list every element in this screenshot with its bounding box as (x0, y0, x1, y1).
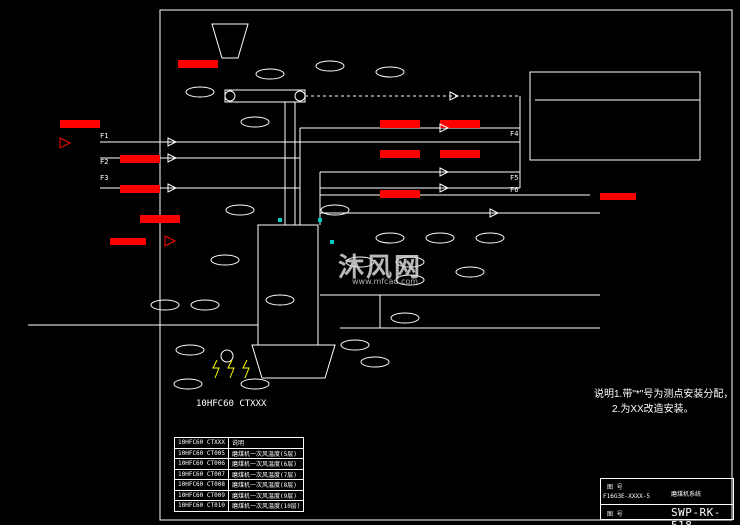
title-block-bottom-left: 图 号 (607, 511, 623, 518)
red-tag-6 (380, 150, 420, 158)
red-tag-3 (120, 155, 160, 163)
title-block-top-right: 磨煤机系统 (671, 491, 702, 498)
feeder-roller-left (224, 90, 236, 102)
table-cell-tag: 10HFC60 CT010 (174, 500, 229, 512)
red-tag-4 (120, 185, 160, 193)
red-tag-11 (600, 193, 636, 200)
table-cell-tag: 10HFC60 CT007 (174, 468, 229, 480)
table-cell-desc: 磨煤机一次风温度(10层) (227, 500, 305, 512)
red-valve-1 (59, 137, 72, 149)
note-line-2: 2.为XX改造安装。 (612, 404, 694, 415)
label-f4: F4 (510, 130, 518, 138)
table-cell-tag: 10HFC60 CT006 (174, 458, 229, 470)
table-cell-desc: 磨煤机一次风温度(6层) (227, 458, 305, 470)
red-tag-12 (110, 238, 146, 245)
red-instruments (59, 60, 636, 247)
table-cell-desc: 磨煤机一次风温度(5层) (227, 447, 305, 459)
drawing-border (159, 9, 733, 521)
table-cell-desc: 磨煤机一次风温度(9层) (227, 489, 305, 501)
title-block-divider (601, 504, 733, 505)
label-f5: F5 (510, 174, 518, 182)
feeder-roller-right (294, 90, 306, 102)
title-block: 图 号 磨煤机系统 F16G3E-XXXX-5 图 号 SWP-RK-518 (600, 478, 734, 525)
mill-motor (220, 349, 234, 363)
pipe-valves (167, 91, 500, 218)
red-tag-8 (140, 215, 180, 223)
table-cell-tag: 10HFC60 CT005 (174, 447, 229, 459)
yellow-signals (212, 359, 250, 379)
watermark-brand: 沐风网 (338, 253, 423, 283)
table-header-tag: 10HFC60 CTXXX (174, 437, 229, 449)
note-line-1: 说明1.带"*"号为测点安装分配， (594, 389, 734, 400)
red-tag-9 (440, 120, 480, 128)
red-valve-2 (164, 235, 177, 247)
red-tag-2 (60, 120, 100, 128)
coal-hopper (211, 23, 249, 59)
label-f3: F3 (100, 174, 108, 182)
red-tag-10 (440, 150, 480, 158)
table-cell-tag: 10HFC60 CT008 (174, 479, 229, 491)
watermark-url: www.mfcad.com (352, 277, 419, 286)
label-f2: F2 (100, 158, 108, 166)
title-block-top-left: 图 号 (607, 484, 623, 491)
watermark: 沐风网 www.mfcad.com (292, 243, 452, 286)
red-tag-1 (178, 60, 218, 68)
label-f1: F1 (100, 132, 108, 140)
title-block-mid-left: F16G3E-XXXX-5 (603, 493, 650, 500)
table-cell-tag: 10HFC60 CT009 (174, 489, 229, 501)
table-header-desc: 说明 (227, 437, 305, 449)
coal-feeder (224, 89, 306, 103)
table-cell-desc: 磨煤机一次风温度(7层) (227, 468, 305, 480)
red-tag-7 (380, 190, 420, 198)
table-cell-desc: 磨煤机一次风温度(8层) (227, 479, 305, 491)
table-header-row: 10HFC60 CTXXX 说明 (174, 437, 305, 449)
ctxxx-title: 10HFC60 CTXXX (196, 399, 267, 409)
instrument-bubbles (150, 60, 505, 390)
drawing-number: SWP-RK-518 (671, 506, 721, 525)
cyan-markers (278, 218, 334, 244)
label-f6: F6 (510, 186, 518, 194)
mill-base (251, 344, 336, 379)
signal-bus-box (529, 71, 701, 161)
red-tag-5 (380, 120, 420, 128)
